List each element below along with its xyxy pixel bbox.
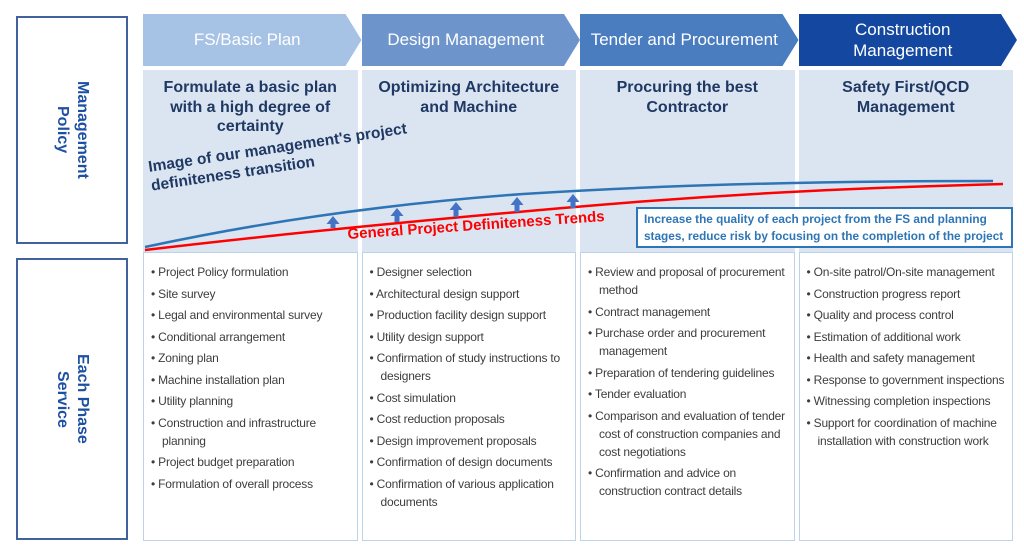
service-item: Estimation of additional work [807, 328, 1011, 346]
service-list-tender-procurement: Review and proposal of procurement metho… [580, 252, 795, 541]
service-item: Response to government inspections [807, 371, 1011, 389]
quality-callout-text: Increase the quality of each project fro… [644, 212, 1004, 243]
policy-text: Optimizing Architecture and Machine [378, 79, 560, 116]
service-item: Confirmation of design documents [370, 453, 574, 471]
service-item: Quality and process control [807, 306, 1011, 324]
phase-arrow-label: FS/Basic Plan [193, 30, 301, 50]
service-item: Witnessing completion inspections [807, 392, 1011, 410]
service-list-construction-management: On-site patrol/On-site managementConstru… [798, 252, 1013, 541]
management-policy-label: Management Policy [54, 81, 91, 179]
service-item: Zoning plan [151, 349, 355, 367]
phase-arrow-label: Design Management [387, 30, 545, 50]
service-item: Health and safety management [807, 349, 1011, 367]
service-item: Utility design support [370, 328, 574, 346]
each-phase-service-label: Each Phase Service [54, 354, 91, 444]
phase-arrow-tender-procurement: Tender and Procurement [580, 14, 799, 66]
service-item: Site survey [151, 285, 355, 303]
service-item: Tender evaluation [588, 385, 792, 403]
service-item: Utility planning [151, 392, 355, 410]
service-item: On-site patrol/On-site management [807, 263, 1011, 281]
service-item: Conditional arrangement [151, 328, 355, 346]
service-item: Legal and environmental survey [151, 306, 355, 324]
phase-arrow-construction-management: Construction Management [799, 14, 1018, 66]
service-item: Confirmation of various application docu… [370, 475, 574, 511]
phase-board: FS/Basic Plan Design Management Tender a… [143, 14, 1013, 541]
service-item: Confirmation of study instructions to de… [370, 349, 574, 385]
service-item: Confirmation and advice on construction … [588, 464, 792, 500]
policy-text: Procuring the best Contractor [616, 79, 758, 116]
service-item: Construction progress report [807, 285, 1011, 303]
service-item: Architectural design support [370, 285, 574, 303]
service-item: Cost reduction proposals [370, 410, 574, 428]
service-list-design-management: Designer selectionArchitectural design s… [361, 252, 576, 541]
service-item: Construction and infrastructure planning [151, 414, 355, 450]
service-item: Purchase order and procurement managemen… [588, 324, 792, 360]
service-list-fs-basic-plan: Project Policy formulationSite surveyLeg… [143, 252, 358, 541]
service-item: Project Policy formulation [151, 263, 355, 281]
service-item: Production facility design support [370, 306, 574, 324]
each-phase-service-box: Each Phase Service [16, 258, 128, 540]
policy-text: Safety First/QCD Management [842, 79, 970, 116]
service-item: Machine installation plan [151, 371, 355, 389]
phase-arrow-label: Tender and Procurement [590, 30, 778, 50]
service-item: Preparation of tendering guidelines [588, 364, 792, 382]
phase-arrow-label: Construction Management [853, 19, 953, 60]
service-item: Design improvement proposals [370, 432, 574, 450]
service-item: Review and proposal of procurement metho… [588, 263, 792, 299]
service-item: Contract management [588, 303, 792, 321]
management-policy-box: Management Policy [16, 16, 128, 244]
quality-callout-box: Increase the quality of each project fro… [636, 207, 1013, 249]
service-item: Comparison and evaluation of tender cost… [588, 407, 792, 461]
service-item: Support for coordination of machine inst… [807, 414, 1011, 450]
phase-arrow-design-management: Design Management [362, 14, 581, 66]
service-item: Formulation of overall process [151, 475, 355, 493]
service-item: Project budget preparation [151, 453, 355, 471]
phase-arrow-fs-basic-plan: FS/Basic Plan [143, 14, 362, 66]
service-item: Designer selection [370, 263, 574, 281]
policy-text: Formulate a basic plan with a high degre… [163, 79, 337, 136]
service-item: Cost simulation [370, 389, 574, 407]
